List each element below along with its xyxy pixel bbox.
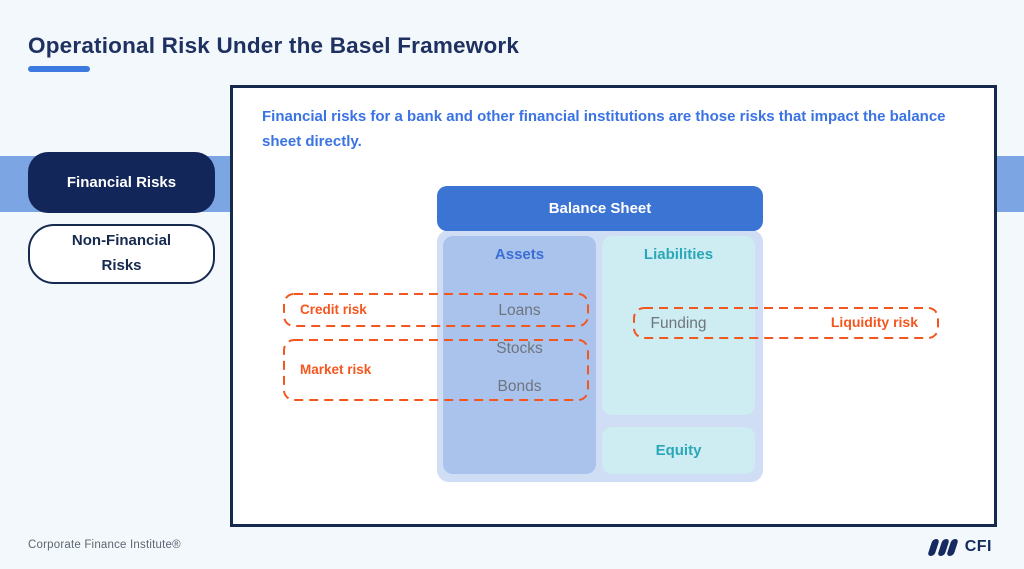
asset-item-stocks: Stocks: [496, 340, 543, 357]
market-risk-label: Market risk: [300, 362, 372, 377]
dashed-border-liquidity: [633, 307, 939, 339]
title-underline: [28, 66, 90, 72]
cfi-logo-text: CFI: [964, 538, 992, 555]
equity-label: Equity: [655, 442, 702, 459]
assets-column: Assets: [443, 236, 596, 474]
liabilities-column: Liabilities: [602, 236, 755, 415]
asset-item-bonds: Bonds: [497, 378, 542, 395]
market-risk-overlay: Market risk: [282, 338, 590, 402]
liquidity-risk-label: Liquidity risk: [830, 314, 918, 330]
cfi-logo-bars-icon: [927, 538, 959, 556]
dashed-border-market: [283, 339, 589, 401]
liabilities-column-label: Liabilities: [643, 246, 714, 263]
cfi-logo: CFI: [927, 536, 992, 558]
tab-non-financial-risks-label: Non-Financial Risks: [71, 232, 172, 274]
panel-description: Financial risks for a bank and other fin…: [262, 108, 946, 150]
liability-item-funding: Funding: [650, 315, 707, 332]
balance-sheet-header: Balance Sheet: [437, 186, 763, 231]
credit-risk-label: Credit risk: [300, 302, 367, 317]
credit-risk-overlay: Credit risk: [282, 292, 590, 328]
asset-item-loans: Loans: [498, 302, 541, 319]
assets-column-label: Assets: [494, 246, 545, 263]
page-title: Operational Risk Under the Basel Framewo…: [28, 33, 520, 58]
tab-financial-risks[interactable]: Financial Risks: [28, 152, 215, 213]
tab-financial-risks-label: Financial Risks: [66, 174, 177, 191]
liquidity-risk-overlay: Liquidity risk: [632, 306, 940, 340]
dashed-border-credit: [283, 293, 589, 327]
tab-non-financial-risks[interactable]: Non-Financial Risks: [28, 224, 215, 284]
footer-attribution: Corporate Finance Institute®: [28, 539, 181, 551]
equity-box: Equity: [602, 427, 755, 474]
